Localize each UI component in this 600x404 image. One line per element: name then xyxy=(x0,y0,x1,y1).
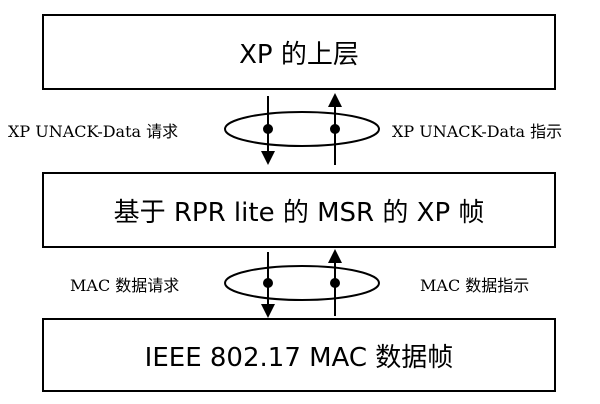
xp-indication-label: XP UNACK-Data 指示 xyxy=(392,122,563,141)
upper-request-dot xyxy=(263,124,273,134)
lower-sap xyxy=(224,249,380,318)
xp-frame-layer-box: 基于 RPR lite 的 MSR 的 XP 帧 xyxy=(42,172,556,248)
upper-layer-box: XP 的上层 xyxy=(42,14,556,90)
upper-sap xyxy=(224,93,380,165)
mac-request-label: MAC 数据请求 xyxy=(70,276,180,295)
mac-indication-label: MAC 数据指示 xyxy=(420,276,530,295)
lower-request-dot xyxy=(263,278,273,288)
mac-frame-layer-label: IEEE 802.17 MAC 数据帧 xyxy=(144,342,454,373)
xp-request-label: XP UNACK-Data 请求 xyxy=(8,122,179,141)
upper-indication-dot xyxy=(330,124,340,134)
lower-sap-ellipse xyxy=(224,265,380,301)
lower-indication-dot xyxy=(330,278,340,288)
upper-sap-ellipse xyxy=(224,111,380,147)
xp-frame-layer-label: 基于 RPR lite 的 MSR 的 XP 帧 xyxy=(113,197,485,228)
mac-frame-layer-box: IEEE 802.17 MAC 数据帧 xyxy=(42,318,556,392)
upper-layer-label: XP 的上层 xyxy=(239,39,359,70)
